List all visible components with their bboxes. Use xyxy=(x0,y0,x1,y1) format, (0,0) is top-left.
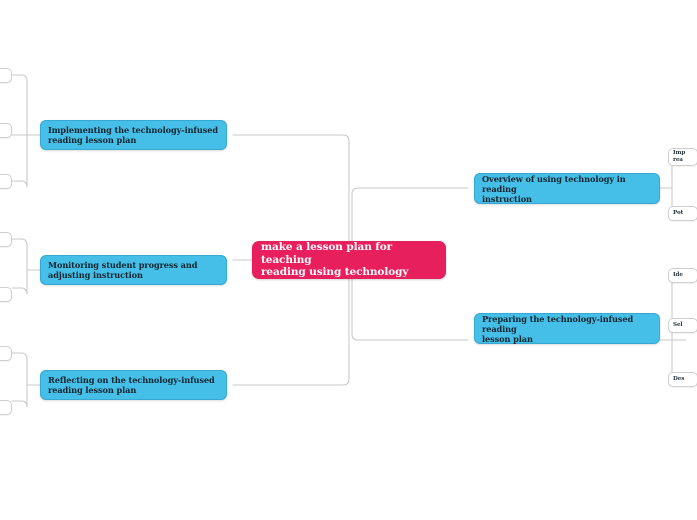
leaf-right-importance-label: Imp rea xyxy=(673,150,686,163)
branch-monitoring-label: Monitoring student progress and adjustin… xyxy=(48,260,198,280)
leaf-right-identify[interactable]: Ide xyxy=(668,268,697,283)
leaf-left-data[interactable]: ata xyxy=(0,232,12,247)
leaf-right-select[interactable]: Sel xyxy=(668,318,697,333)
leaf-right-design-label: Des xyxy=(673,376,685,383)
branch-overview[interactable]: Overview of using technology in reading … xyxy=(474,173,660,204)
leaf-right-select-label: Sel xyxy=(673,322,683,329)
leaf-left-lesson[interactable]: son xyxy=(0,346,12,361)
branch-implementing[interactable]: Implementing the technology-infused read… xyxy=(40,120,227,150)
connector-left-b3-sub xyxy=(11,352,41,408)
leaf-left-assessment[interactable]: ent xyxy=(0,400,12,415)
leaf-right-potential-label: Pot xyxy=(673,210,684,217)
branch-reflecting-label: Reflecting on the technology-infused rea… xyxy=(48,375,215,395)
branch-reflecting[interactable]: Reflecting on the technology-infused rea… xyxy=(40,370,227,400)
leaf-right-importance[interactable]: Imp rea xyxy=(668,148,697,166)
leaf-left-instructions[interactable]: ions xyxy=(0,123,12,138)
branch-preparing[interactable]: Preparing the technology-infused reading… xyxy=(474,313,660,344)
connector-left-b1-sub xyxy=(11,74,41,188)
leaf-right-design[interactable]: Des xyxy=(668,372,697,387)
branch-overview-label: Overview of using technology in reading … xyxy=(482,173,626,204)
branch-monitoring[interactable]: Monitoring student progress and adjustin… xyxy=(40,255,227,285)
branch-preparing-label: Preparing the technology-infused reading… xyxy=(482,313,634,344)
connector-left-b2-sub xyxy=(11,238,41,295)
leaf-left-support[interactable]: ort xyxy=(0,287,12,302)
leaf-right-identify-label: Ide xyxy=(673,272,683,279)
leaf-left-resources[interactable]: rces xyxy=(0,68,12,83)
root-node-label: make a lesson plan for teaching reading … xyxy=(261,240,409,279)
root-node[interactable]: make a lesson plan for teaching reading … xyxy=(252,241,446,279)
leaf-left-technology[interactable]: ogy xyxy=(0,174,12,189)
leaf-right-potential[interactable]: Pot xyxy=(668,206,697,221)
branch-implementing-label: Implementing the technology-infused read… xyxy=(48,125,218,145)
